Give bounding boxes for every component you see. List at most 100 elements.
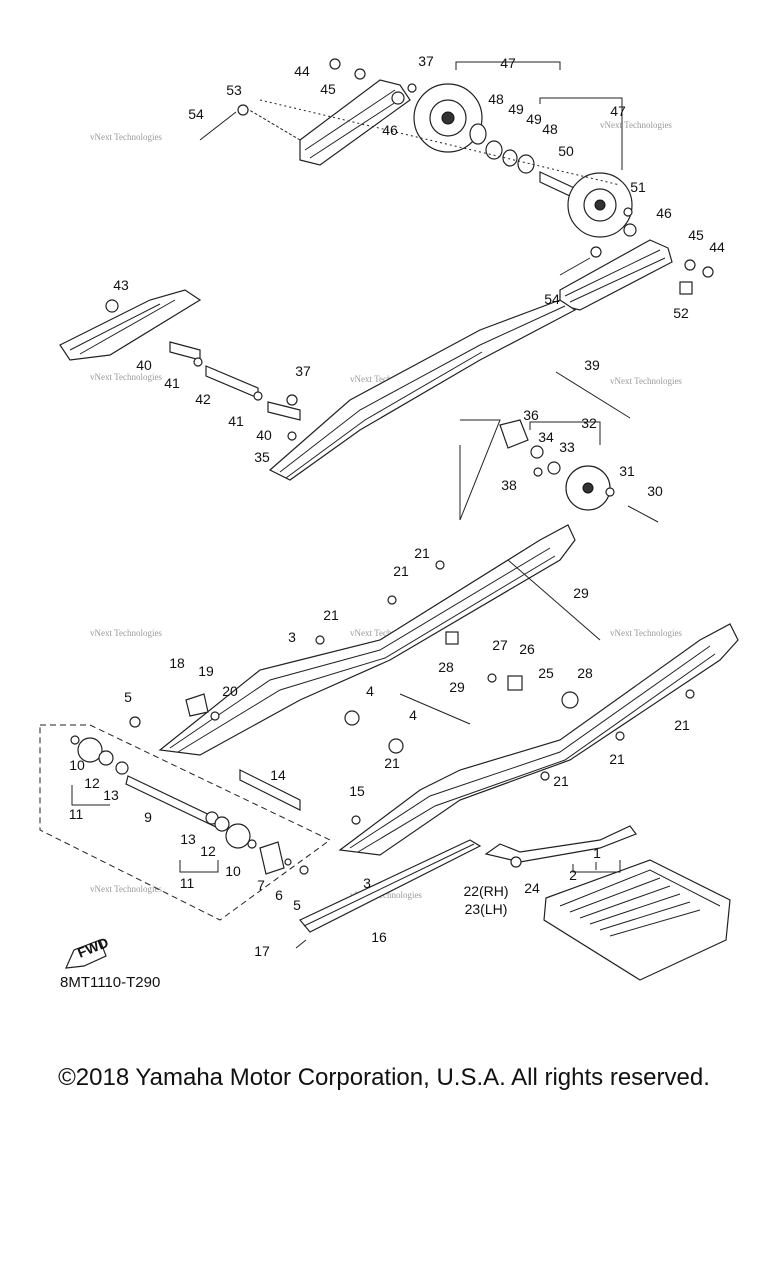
part-callout: 25: [538, 665, 554, 681]
slide-runner-and-track: [295, 825, 731, 981]
part-callout: 32: [581, 415, 597, 431]
upper-rear-arm: [199, 58, 417, 166]
part-callout: 28: [577, 665, 593, 681]
part-callout: 20: [222, 683, 238, 699]
part-callout: 47: [500, 55, 516, 71]
part-callout: 12: [200, 843, 216, 859]
watermark-text: vNext Technologies: [610, 628, 682, 638]
part-callout: 34: [538, 429, 554, 445]
part-callout: 46: [382, 122, 398, 138]
part-callout: 7: [257, 877, 265, 893]
part-callout: 30: [647, 483, 663, 499]
part-callout: 40: [136, 357, 152, 373]
part-callout: 44: [294, 63, 310, 79]
watermark-text: vNext Technologies: [610, 376, 682, 386]
part-callout: 42: [195, 391, 211, 407]
part-callout: 48: [488, 91, 504, 107]
part-callout: 46: [656, 205, 672, 221]
part-callout: 33: [559, 439, 575, 455]
part-callout: 9: [144, 809, 152, 825]
part-callout: 48: [542, 121, 558, 137]
left-slide-rail: [129, 524, 601, 756]
part-callout: 52: [673, 305, 689, 321]
part-callout: 2: [569, 867, 577, 883]
drawing-code: 8MT1110-T290: [60, 974, 161, 991]
part-callout: 31: [619, 463, 635, 479]
part-callout: 36: [523, 407, 539, 423]
part-callout: 5: [293, 897, 301, 913]
part-callout: 6: [275, 887, 283, 903]
part-callout: 28: [438, 659, 454, 675]
part-callout: 22(RH): [463, 883, 508, 899]
copyright-notice: ©2018 Yamaha Motor Corporation, U.S.A. A…: [58, 1064, 710, 1091]
part-callout: 49: [508, 101, 524, 117]
part-callout: 43: [113, 277, 129, 293]
part-callout: 21: [609, 751, 625, 767]
part-callout: 14: [270, 767, 286, 783]
part-callout: 54: [188, 106, 204, 122]
part-callout: 41: [164, 375, 180, 391]
part-callout: 37: [418, 53, 434, 69]
part-callout: 45: [320, 81, 336, 97]
part-callout: 3: [363, 875, 371, 891]
part-callout: 17: [254, 943, 270, 959]
part-callout: 21: [393, 563, 409, 579]
part-callout: 3: [288, 629, 296, 645]
part-callout: 11: [180, 875, 195, 891]
part-callout: 51: [630, 179, 646, 195]
watermark-text: vNext Technologies: [90, 884, 162, 894]
part-callout: 16: [371, 929, 387, 945]
part-callout: 54: [544, 291, 560, 307]
rear-axle-assembly: [39, 724, 331, 921]
part-callout: 40: [256, 427, 272, 443]
part-callout: 39: [584, 357, 600, 373]
part-callout: 21: [384, 755, 400, 771]
part-callout: 38: [501, 477, 517, 493]
part-callout: 49: [526, 111, 542, 127]
part-callout: 21: [553, 773, 569, 789]
fwd-arrow-icon: FWD: [65, 934, 111, 969]
watermark-text: vNext Technologies: [90, 628, 162, 638]
right-slide-rail: [338, 623, 739, 856]
watermark-text: vNext Technologies: [600, 120, 672, 130]
watermark-text: vNext Technologies: [350, 374, 422, 384]
part-callout: 5: [124, 689, 132, 705]
part-callout: 10: [225, 863, 241, 879]
rear-idler-wheels: [259, 61, 633, 238]
part-callout: 45: [688, 227, 704, 243]
part-callout: 29: [573, 585, 589, 601]
part-callout: 19: [198, 663, 214, 679]
part-callout: 1: [593, 845, 601, 861]
part-callout: 12: [84, 775, 100, 791]
part-callout: 23(LH): [465, 901, 508, 917]
part-callout: 18: [169, 655, 185, 671]
part-callout: 15: [349, 783, 365, 799]
watermark-layer: vNext Technologies vNext Technologies vN…: [90, 120, 682, 900]
part-callout: 4: [409, 707, 417, 723]
part-callout: 11: [69, 806, 84, 822]
front-arm: [59, 289, 659, 523]
part-callout: 50: [558, 143, 574, 159]
watermark-text: vNext Technologies: [90, 372, 162, 382]
part-callout: 13: [103, 787, 119, 803]
watermark-text: vNext Technologies: [350, 628, 422, 638]
part-callout: 21: [323, 607, 339, 623]
part-callout: 29: [449, 679, 465, 695]
part-callout: 37: [295, 363, 311, 379]
part-callout: 47: [610, 103, 626, 119]
part-callout: 4: [366, 683, 374, 699]
part-callout: 27: [492, 637, 508, 653]
upper-rear-arm-right: [559, 223, 714, 311]
watermark-text: vNext Technologies: [350, 890, 422, 900]
part-callout: 26: [519, 641, 535, 657]
part-callout: 24: [524, 880, 540, 896]
part-callout: 13: [180, 831, 196, 847]
exploded-parts-diagram: vNext Technologies vNext Technologies vN…: [39, 53, 739, 981]
part-callout: 21: [674, 717, 690, 733]
part-callout: 41: [228, 413, 244, 429]
part-callout: 44: [709, 239, 725, 255]
watermark-text: vNext Technologies: [90, 132, 162, 142]
part-callout: 10: [69, 757, 85, 773]
part-callout: 35: [254, 449, 270, 465]
